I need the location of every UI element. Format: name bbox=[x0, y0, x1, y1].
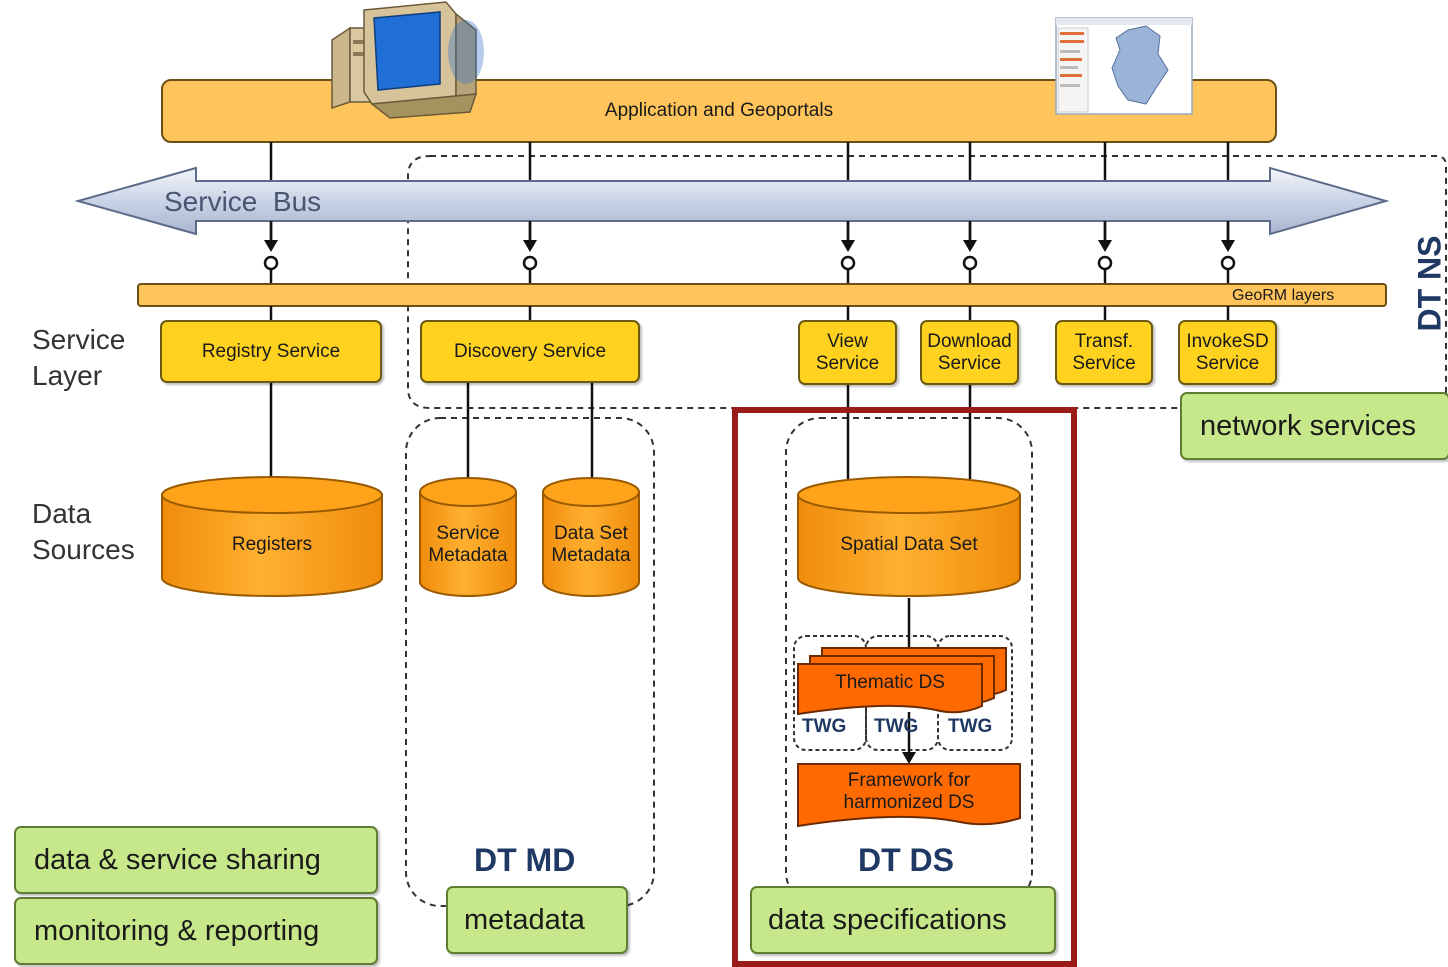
map-thumbnail-icon bbox=[1055, 17, 1193, 115]
georm-layers-bar bbox=[137, 283, 1387, 307]
dataset-metadata-database bbox=[542, 477, 640, 597]
network-services-category: network services bbox=[1180, 392, 1448, 460]
twg-label-1: TWG bbox=[802, 716, 847, 737]
data-links bbox=[269, 383, 972, 490]
socket-stems bbox=[269, 269, 1230, 284]
dataset-metadata-label: Data Set Metadata bbox=[551, 523, 631, 566]
data-specifications-category: data specifications bbox=[750, 886, 1056, 954]
discovery-service-box: Discovery Service bbox=[420, 320, 640, 383]
twg-label-3: TWG bbox=[948, 716, 993, 737]
monitoring-reporting-category: monitoring & reporting bbox=[14, 897, 378, 965]
interface-sockets bbox=[263, 255, 1236, 271]
thematic-ds-label: Thematic DS bbox=[835, 672, 945, 694]
registers-database bbox=[161, 476, 383, 597]
service-bus-label: Service Bus bbox=[164, 186, 322, 217]
registers-label: Registers bbox=[231, 534, 313, 556]
data-sources-label: Data Sources bbox=[32, 498, 135, 566]
dt-ns-label: DT NS bbox=[1411, 235, 1448, 332]
service-bus-arrow bbox=[74, 166, 1390, 236]
service-layer-label: Service Layer bbox=[32, 324, 126, 392]
dt-md-label: DT MD bbox=[474, 842, 576, 878]
thematic-ds-stack bbox=[797, 647, 1007, 716]
application-bar-label: Application and Geoportals bbox=[604, 100, 834, 122]
bus-connectors-front bbox=[269, 221, 1230, 245]
spatial-dataset-label: Spatial Data Set bbox=[840, 534, 978, 556]
interface-arrowheads bbox=[264, 240, 1235, 252]
data-specifications-highlight bbox=[732, 407, 1077, 967]
service-stems bbox=[269, 306, 1230, 320]
invokesd-service-box: InvokeSD Service bbox=[1178, 320, 1277, 385]
service-metadata-database bbox=[419, 477, 517, 597]
dt-ds-label: DT DS bbox=[858, 842, 954, 878]
framework-label: Framework for harmonized DS bbox=[843, 770, 975, 813]
data-service-sharing-category: data & service sharing bbox=[14, 826, 378, 894]
metadata-category: metadata bbox=[446, 886, 628, 954]
view-service-box: View Service bbox=[798, 320, 897, 385]
service-metadata-label: Service Metadata bbox=[428, 523, 508, 566]
registry-service-box: Registry Service bbox=[160, 320, 382, 383]
spatial-dataset-database bbox=[797, 476, 1021, 597]
arrowhead bbox=[902, 752, 916, 764]
georm-layers-label: GeoRM layers bbox=[1232, 287, 1335, 304]
computer-icon bbox=[331, 1, 484, 119]
transf-service-box: Transf. Service bbox=[1055, 320, 1153, 385]
download-service-box: Download Service bbox=[920, 320, 1019, 385]
twg-label-2: TWG bbox=[874, 716, 919, 737]
framework-document bbox=[797, 763, 1021, 828]
